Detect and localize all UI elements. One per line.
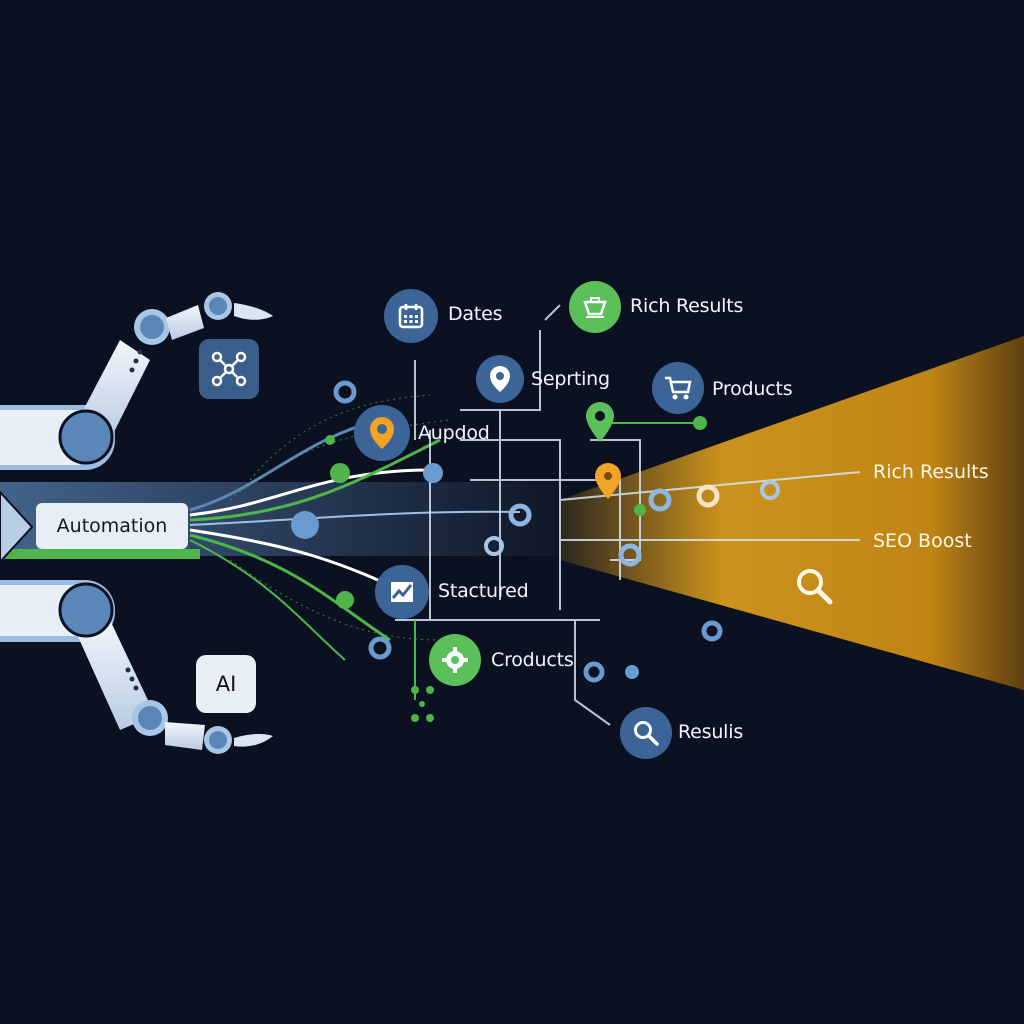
beam-search-icon: [793, 565, 835, 611]
output-beam: [560, 336, 1024, 690]
ai-label: AI: [215, 672, 237, 696]
location-pin-green-icon: [586, 402, 614, 442]
input-arrow-icon: [0, 490, 34, 564]
node-rich-results-top-label: Rich Results: [630, 295, 744, 317]
chart-trend-icon: [391, 582, 413, 602]
flow-lines: [189, 418, 521, 661]
automation-label: Automation: [56, 515, 168, 537]
shopping-basket-icon: [583, 297, 607, 318]
node-products-top-label: Products: [712, 378, 793, 400]
node-seprting[interactable]: [476, 355, 524, 403]
node-stactured[interactable]: [375, 565, 429, 619]
dotted-arcs: [229, 394, 451, 641]
node-rich-results-top[interactable]: [569, 281, 621, 333]
search-icon: [634, 721, 659, 746]
robot-arm-bottom: [0, 580, 273, 754]
beam-label-rich-results: Rich Results: [873, 461, 989, 483]
location-pin-orange-grid-icon: [595, 463, 621, 499]
automation-input-box: Automation: [36, 503, 188, 549]
gear-icon: [442, 647, 468, 673]
node-aupdod-label: Aupdod: [418, 422, 490, 444]
node-products-top[interactable]: [652, 362, 704, 414]
node-croducts[interactable]: [429, 634, 481, 686]
shopping-cart-icon: [665, 376, 692, 400]
node-dates[interactable]: [384, 289, 438, 343]
beam-label-seo-boost: SEO Boost: [873, 530, 972, 552]
node-resulis-label: Resulis: [678, 721, 744, 743]
network-nodes-icon: [199, 339, 259, 399]
node-stactured-label: Stactured: [438, 580, 529, 602]
ai-chip-icon: AI: [196, 655, 256, 713]
calendar-icon: [398, 304, 424, 329]
node-resulis[interactable]: [620, 707, 672, 759]
node-croducts-label: Croducts: [491, 649, 574, 671]
node-seprting-label: Seprting: [531, 368, 610, 390]
location-pin-orange-icon: [370, 417, 394, 449]
location-pin-icon: [490, 366, 510, 392]
robot-arm-top: [0, 292, 273, 470]
node-dates-label: Dates: [448, 303, 503, 325]
green-underline: [0, 549, 200, 559]
small-nodes: [291, 380, 780, 722]
node-aupdod[interactable]: [354, 405, 410, 461]
